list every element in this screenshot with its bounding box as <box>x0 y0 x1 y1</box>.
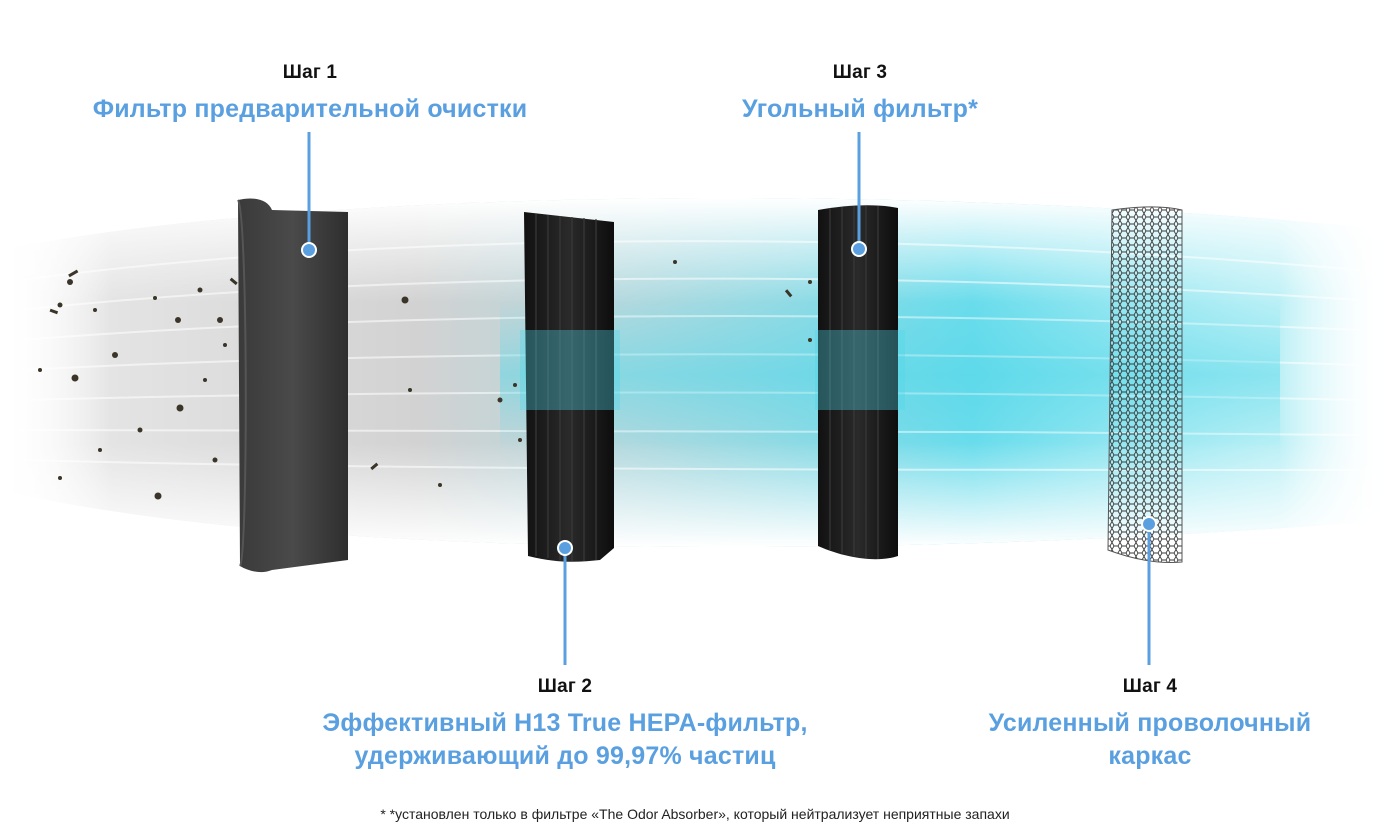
step-2-title-line-2: удерживающий до 99,97% частиц <box>354 742 776 770</box>
step-1-number: Шаг 1 <box>282 62 338 83</box>
step-3-number: Шаг 3 <box>832 62 888 83</box>
step-2-block: Шаг 2 Эффективный H13 True HEPA-фильтр, … <box>280 676 850 773</box>
step-4-block: Шаг 4 Усиленный проволочный каркас <box>960 676 1340 773</box>
step-3-block: Шаг 3 Угольный фильтр* <box>660 62 1060 126</box>
hepa-filter-panel <box>524 212 614 562</box>
step-4-title-line-1: Усиленный проволочный <box>988 709 1312 737</box>
pre-filter-panel <box>237 198 348 573</box>
step-2-title-line-1: Эффективный H13 True HEPA-фильтр, <box>322 709 808 737</box>
step-1-title: Фильтр предварительной очистки <box>92 95 528 123</box>
step-3-title: Угольный фильтр* <box>741 95 979 123</box>
dust-particles <box>38 260 812 500</box>
carbon-glow <box>815 330 905 410</box>
step-4-title-line-2: каркас <box>1108 742 1192 770</box>
wire-mesh-panel <box>1107 206 1183 563</box>
carbon-filter-panel <box>818 205 898 560</box>
step-4-number: Шаг 4 <box>1122 676 1178 697</box>
step-1-block: Шаг 1 Фильтр предварительной очистки <box>60 62 560 126</box>
callout-markers <box>301 132 1157 665</box>
hepa-glow <box>520 330 620 410</box>
step-2-number: Шаг 2 <box>537 676 593 697</box>
footnote: * *установлен только в фильтре «The Odor… <box>380 806 1010 822</box>
